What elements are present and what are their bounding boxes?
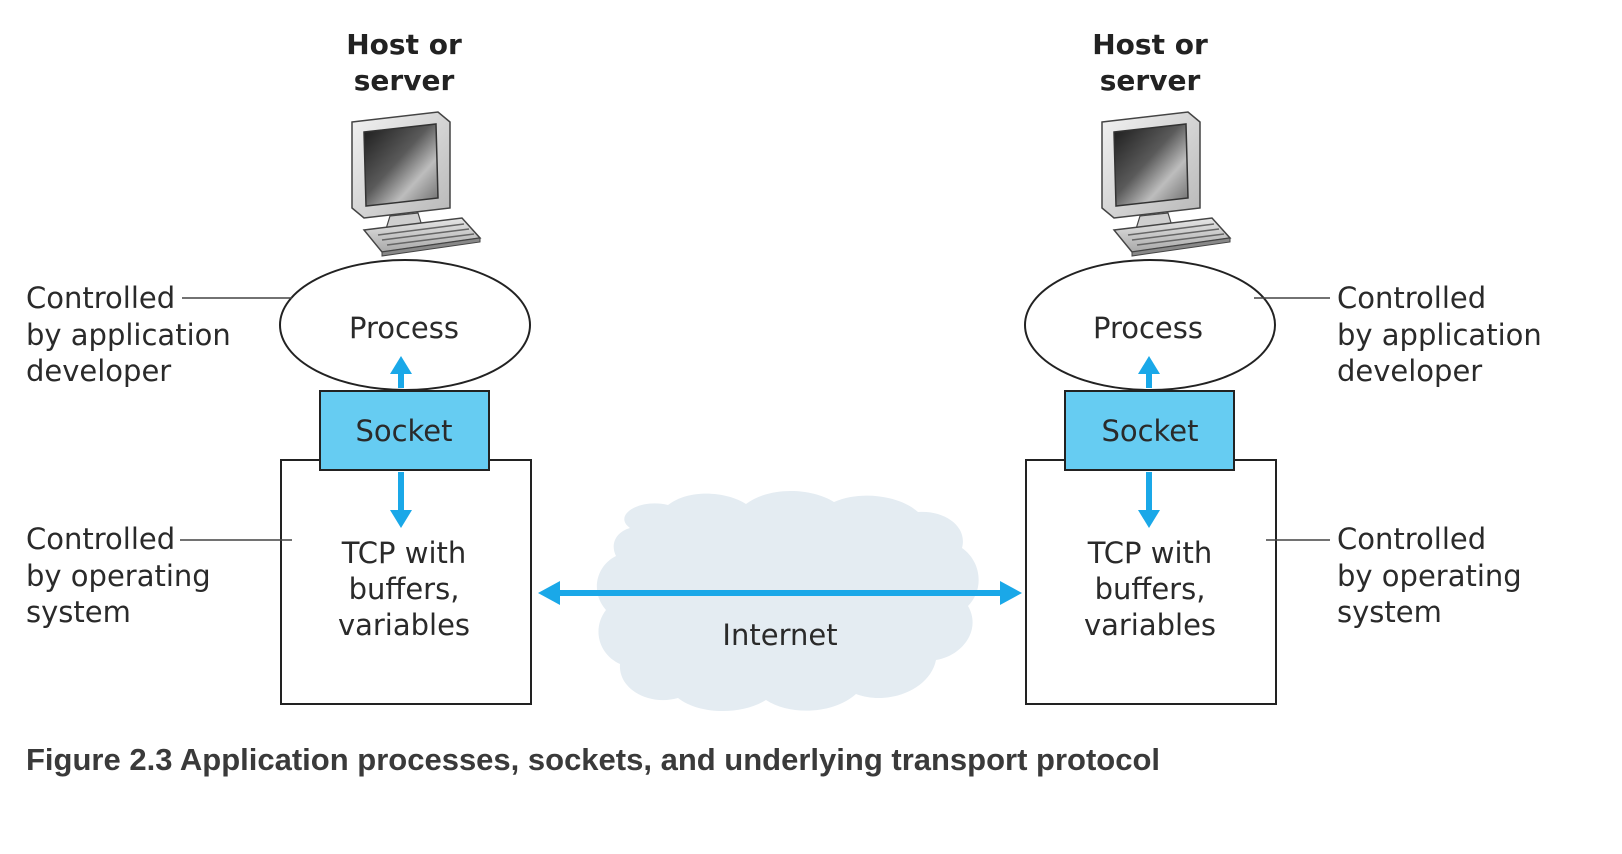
right-os-label-3: system [1337,595,1442,629]
left-os-annotation: Controlled by operating system [26,522,292,629]
left-tcp-label-3: variables [338,608,470,642]
internet-double-arrow [538,581,1022,605]
right-host-title-2: server [1100,64,1201,97]
right-tcp-label-2: buffers, [1095,572,1206,606]
right-os-label-1: Controlled [1337,522,1486,556]
right-app-dev-label-1: Controlled [1337,281,1486,315]
right-host-title: Host or [1092,28,1208,61]
left-socket-label: Socket [355,414,452,448]
left-os-label-2: by operating [26,559,211,593]
left-process-label: Process [349,311,459,345]
left-computer-icon [351,111,481,257]
left-app-dev-annotation: Controlled by application developer [26,281,292,388]
left-os-label-1: Controlled [26,522,175,556]
left-os-label-3: system [26,595,131,629]
right-app-dev-label-2: by application [1337,318,1542,352]
left-host-title-2: server [354,64,455,97]
left-tcp-label-2: buffers, [349,572,460,606]
left-tcp-box [280,459,532,705]
right-socket-process-arrow [1138,356,1160,388]
right-tcp-box [1025,459,1277,705]
left-app-dev-label-2: by application [26,318,231,352]
left-tcp-label-1: TCP with [341,536,467,570]
right-socket-label: Socket [1101,414,1198,448]
figure-caption: Figure 2.3 Application processes, socket… [26,742,1160,777]
right-os-label-2: by operating [1337,559,1522,593]
right-os-annotation: Controlled by operating system [1266,522,1522,629]
right-tcp-label-1: TCP with [1087,536,1213,570]
right-computer-icon [1101,111,1231,257]
left-app-dev-label-1: Controlled [26,281,175,315]
right-tcp-label-3: variables [1084,608,1216,642]
left-host: Host or server Process TCP with buffers,… [279,28,532,705]
right-process-label: Process [1093,311,1203,345]
left-socket-process-arrow [390,356,412,388]
right-app-dev-label-3: developer [1337,354,1482,388]
left-socket-box [319,390,490,471]
right-socket-tcp-arrow [1138,472,1160,528]
right-app-dev-annotation: Controlled by application developer [1254,281,1542,388]
right-host: Host or server Process TCP with buffers,… [1024,28,1277,705]
left-app-dev-label-3: developer [26,354,171,388]
right-socket-box [1064,390,1235,471]
internet-cloud [596,491,979,712]
left-host-title: Host or [346,28,462,61]
left-socket-tcp-arrow [390,472,412,528]
internet-label: Internet [722,618,837,652]
